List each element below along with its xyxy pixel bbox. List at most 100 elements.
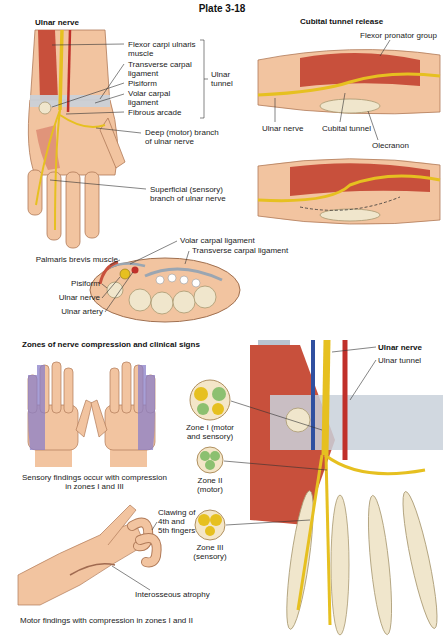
elbow-illustration-part	[320, 209, 380, 221]
zone-sections	[190, 380, 230, 540]
zone-sections-part	[200, 451, 210, 461]
zone-sections-part	[197, 447, 223, 473]
anatomy-label: Volar carpal ligament	[128, 89, 198, 107]
cross-section-part	[173, 291, 195, 313]
cross-section-part	[90, 258, 240, 322]
anatomy-label: Volar carpal ligament	[180, 236, 255, 245]
anatomy-label: Transverse carpal ligament	[192, 246, 288, 255]
zone-sections-part	[212, 403, 224, 415]
hand-illustration-part	[66, 172, 80, 248]
anatomy-label: Interosseous atrophy	[135, 590, 210, 599]
zone-sections-part	[210, 451, 220, 461]
sensory-hands-part	[110, 368, 119, 413]
elbow-illustration-part	[320, 99, 380, 113]
hand-illustration-part	[38, 30, 58, 100]
hand-illustration	[28, 30, 125, 248]
hand-illustration-part	[60, 115, 105, 127]
zone-sections-part	[190, 380, 230, 420]
leader-lines-part	[105, 272, 133, 312]
leader-lines-part	[95, 94, 124, 103]
anatomy-label: Ulnar nerve	[262, 124, 303, 133]
sensory-hands	[28, 362, 155, 467]
hand-illustration-part	[28, 170, 42, 215]
anatomy-label: Deep (motor) branch of ulnar nerve	[145, 128, 225, 146]
sensory-hands-part	[52, 362, 61, 413]
leader-lines-part	[332, 347, 376, 352]
section-heading: Ulnar nerve	[35, 18, 79, 27]
elbow-illustration	[258, 50, 440, 225]
leader-lines-part	[185, 251, 189, 264]
zone-sections-part	[205, 526, 215, 536]
leader-lines	[224, 347, 376, 525]
leader-lines-part	[52, 44, 124, 45]
cross-section-part	[180, 276, 188, 284]
cross-section-part	[129, 289, 151, 311]
wrist-illustration-part	[325, 340, 327, 455]
leader-lines-part	[130, 241, 177, 264]
zone-sections-part	[197, 403, 209, 415]
cross-section-part	[100, 262, 118, 284]
wrist-illustration-part	[326, 455, 330, 625]
leader-lines-part	[275, 98, 276, 122]
zone-sections-part	[195, 510, 225, 540]
leader-lines	[112, 522, 157, 590]
leader-lines-part	[226, 520, 310, 525]
cross-section	[90, 258, 240, 322]
anatomy-label: Olecranon	[372, 141, 409, 150]
wrist-illustration-part	[325, 455, 425, 474]
anatomy-label: Zone I (motor and sensory)	[180, 423, 240, 441]
anatomy-label: Ulnar nerve	[59, 293, 100, 302]
section-heading: Zones of nerve compression and clinical …	[22, 340, 200, 349]
wrist-illustration-part	[343, 340, 348, 460]
anatomy-label: Flexor carpi ulnaris muscle	[128, 40, 208, 58]
section-heading: Ulnar nerve	[378, 343, 422, 352]
anatomy-label: Clawing of 4th and 5th fingers	[158, 508, 198, 536]
anatomy-label: Motor findings with compression in zones…	[20, 616, 193, 625]
hand-illustration-part	[85, 172, 99, 238]
hand-illustration-part	[68, 30, 70, 112]
leader-lines-part	[52, 83, 124, 107]
cross-section-part	[145, 269, 222, 280]
leader-lines-part	[340, 93, 345, 122]
wrist-illustration-part	[364, 494, 397, 635]
anatomy-label: Ulnar artery	[61, 307, 103, 316]
claw-hand-part	[70, 564, 115, 575]
sensory-hands-part	[91, 400, 107, 437]
zone-sections-part	[198, 514, 210, 526]
leader-lines-part	[231, 401, 322, 430]
leader-lines-part	[350, 360, 376, 400]
cross-section-part	[168, 274, 176, 282]
cross-section-part	[194, 286, 216, 308]
leader-lines-part	[224, 461, 327, 470]
claw-hand-part	[140, 538, 157, 562]
cross-section-part	[151, 292, 173, 314]
claw-hand-part	[18, 522, 145, 605]
leader-lines-part	[50, 180, 146, 189]
elbow-illustration-part	[258, 159, 440, 224]
anatomy-label: Zone III (sensory)	[180, 543, 240, 561]
anatomy-label: Fibrous arcade	[128, 108, 181, 117]
claw-hand-part	[140, 538, 157, 562]
hand-illustration-part	[55, 110, 60, 230]
leader-lines-part	[100, 64, 124, 99]
anatomy-label: Pisiform	[71, 279, 100, 288]
section-heading: Cubital tunnel release	[300, 17, 383, 26]
wrist-illustration-part	[286, 408, 310, 432]
anatomy-label: Flexor pronator group	[360, 31, 437, 40]
wrist-illustration-part	[270, 395, 443, 450]
wrist-illustration-part	[397, 490, 444, 631]
anatomy-label: Zone II (motor)	[185, 476, 235, 494]
leader-lines-part	[66, 112, 124, 114]
anatomy-label: Transverse carpal ligament	[128, 60, 198, 78]
hand-illustration-part	[39, 102, 51, 114]
anatomy-label: Palmaris brevis muscle	[36, 255, 118, 264]
wrist-illustration-part	[298, 455, 322, 610]
zone-sections-part	[210, 514, 222, 526]
anatomy-label: Cubital tunnel	[322, 124, 371, 133]
wrist-illustration-part	[331, 495, 349, 635]
cross-section-part	[156, 276, 164, 284]
zone-sections-part	[194, 387, 208, 401]
leader-lines-part	[200, 40, 208, 118]
leader-lines-part	[380, 40, 390, 56]
claw-hand-part	[100, 505, 136, 545]
